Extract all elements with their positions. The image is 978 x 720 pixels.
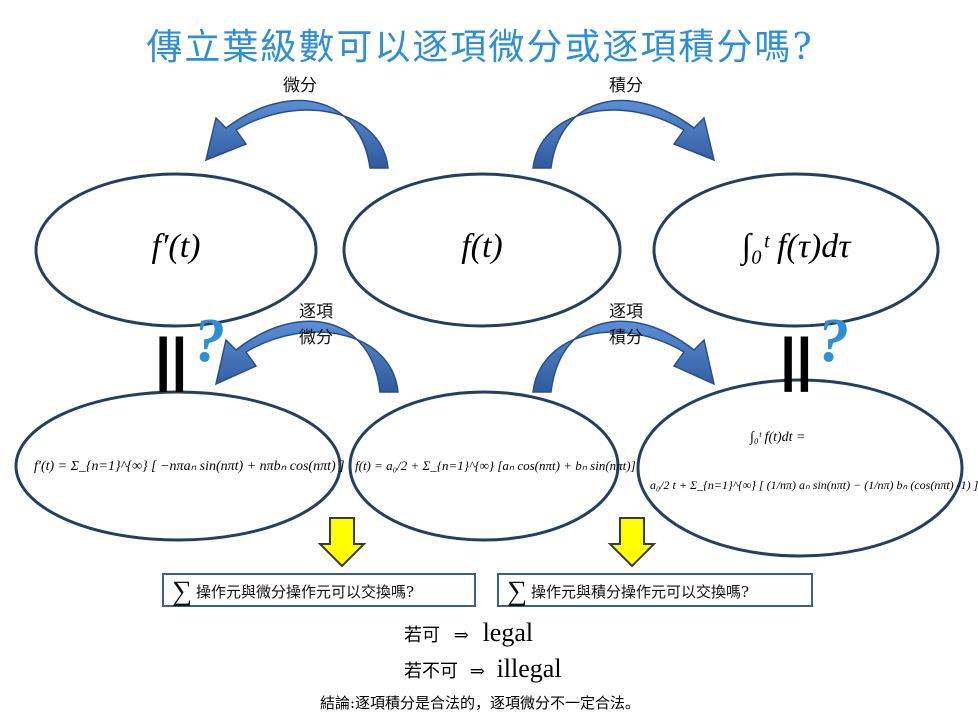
- question-mark-left: ?: [194, 307, 225, 375]
- sigma-icon: ∑: [507, 576, 527, 607]
- implies-icon: ⇒: [469, 661, 485, 682]
- page-title: 傳立葉級數可以逐項微分或逐項積分嗎?: [146, 27, 814, 68]
- equals-right: ||: [780, 327, 813, 392]
- termwise-int-arrow: [532, 320, 716, 393]
- termwise-int-label-1: 逐項: [609, 302, 643, 322]
- legal-text: legal: [482, 618, 534, 647]
- integral-series-formula-2: a₀/2 t + Σ_{n=1}^{∞} [ (1/nπ) aₙ sin(nπt…: [650, 478, 978, 492]
- derivative-series-ellipse: [14, 390, 342, 542]
- int-question-box: ∑操作元與積分操作元可以交換嗎?: [497, 573, 813, 607]
- diff-question-text: 操作元與微分操作元可以交換嗎?: [195, 583, 415, 601]
- integrate-label: 積分: [609, 76, 643, 96]
- termwise-diff-arrow: [214, 320, 399, 393]
- differentiate-label: 微分: [283, 76, 317, 96]
- conclusion-text: 結論:逐項積分是合法的，逐項微分不一定合法。: [319, 694, 641, 712]
- derivative-series-formula: f′(t) = Σ_{n=1}^{∞} [ −nπaₙ sin(nπt) + n…: [34, 459, 345, 474]
- differentiate-arrow: [204, 99, 389, 169]
- integrate-arrow: [532, 99, 716, 169]
- termwise-diff-label-2: 微分: [299, 328, 333, 348]
- illegal-text: illegal: [496, 654, 562, 683]
- integral-series-formula-1: ∫₀ᵗ f(t)dt =: [750, 430, 806, 445]
- condition-yes: 若可 ⇒ legal: [404, 618, 533, 648]
- function-ellipse: [342, 172, 622, 328]
- integral-ellipse: [652, 172, 940, 328]
- int-question-text: 操作元與積分操作元可以交換嗎?: [530, 583, 750, 601]
- derivative-formula: f′(t): [151, 228, 201, 265]
- question-mark-right: ?: [818, 307, 849, 375]
- termwise-int-label-2: 積分: [609, 328, 643, 348]
- diff-question-box: ∑操作元與微分操作元可以交換嗎?: [162, 573, 476, 607]
- fourier-series-formula: f(t) = a₀/2 + Σ_{n=1}^{∞} [aₙ cos(nπt) +…: [355, 458, 636, 473]
- derivative-ellipse: [34, 172, 318, 328]
- integral-formula: ∫₀ᵗ f(τ)dτ: [741, 228, 851, 265]
- if-yes-text: 若可: [404, 625, 440, 646]
- fourier-series-ellipse: [348, 390, 620, 542]
- down-arrow-right: [607, 517, 657, 568]
- if-no-text: 若不可: [404, 661, 458, 682]
- equals-left: ||: [155, 327, 188, 392]
- sigma-icon: ∑: [172, 576, 192, 607]
- down-arrow-left: [317, 517, 367, 568]
- function-formula: f(t): [461, 228, 503, 265]
- termwise-diff-label-1: 逐項: [299, 302, 333, 322]
- condition-no: 若不可 ⇒ illegal: [404, 654, 562, 684]
- integral-series-ellipse: [636, 378, 964, 558]
- implies-icon: ⇒: [453, 625, 469, 646]
